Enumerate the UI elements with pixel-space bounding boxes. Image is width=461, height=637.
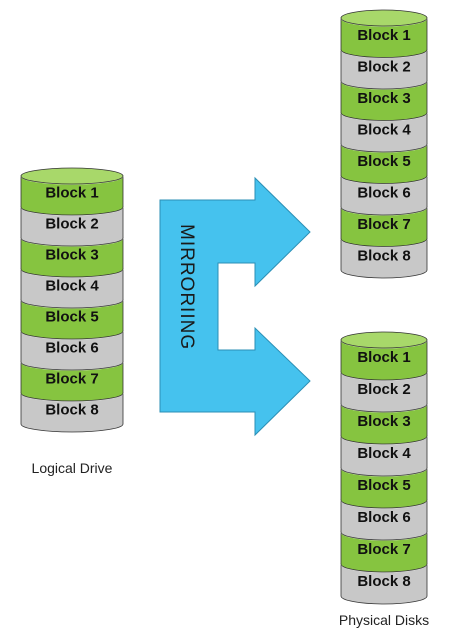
block-label: Block 1 bbox=[45, 185, 98, 202]
block-label: Block 8 bbox=[45, 402, 98, 419]
disk-block: Block 7 bbox=[340, 206, 428, 247]
block-label: Block 1 bbox=[357, 349, 410, 366]
block-label: Block 4 bbox=[45, 278, 99, 295]
block-segment bbox=[340, 339, 428, 381]
disk-block: Block 5 bbox=[340, 467, 428, 509]
logical-drive: Block 8 Block 7 Block 6 Block 5 Block 4 Block… bbox=[20, 167, 124, 433]
disk-block: Block 3 bbox=[340, 403, 428, 445]
cylinder-top-cap bbox=[340, 9, 428, 27]
disk-block: Block 7 bbox=[340, 531, 428, 573]
block-segment bbox=[340, 143, 428, 184]
block-label: Block 7 bbox=[357, 541, 410, 558]
block-segment bbox=[340, 371, 428, 413]
block-segment bbox=[340, 563, 428, 605]
block-segment bbox=[20, 175, 124, 216]
mirroring-label: MIRRORIING bbox=[176, 224, 197, 350]
cylinder-top-cap bbox=[340, 331, 428, 349]
disk-block: Block 4 bbox=[340, 112, 428, 153]
block-segment bbox=[340, 238, 428, 279]
block-segment bbox=[340, 499, 428, 541]
block-segment bbox=[340, 435, 428, 477]
block-label: Block 2 bbox=[357, 58, 410, 75]
disk-block: Block 1 bbox=[340, 339, 428, 381]
block-label: Block 8 bbox=[357, 573, 410, 590]
block-label: Block 7 bbox=[45, 371, 98, 388]
block-segment bbox=[340, 49, 428, 90]
block-label: Block 5 bbox=[45, 309, 98, 326]
block-label: Block 3 bbox=[45, 247, 98, 264]
block-segment bbox=[340, 175, 428, 216]
logical-drive-caption: Logical Drive bbox=[32, 460, 113, 476]
block-label: Block 3 bbox=[357, 90, 410, 107]
physical-disk-1: Block 8 Block 7 Block 6 Block 5 Block 4 Block… bbox=[340, 9, 428, 279]
disk-block: Block 8 bbox=[340, 563, 428, 605]
block-segment bbox=[20, 392, 124, 433]
disk-block: Block 6 bbox=[340, 175, 428, 216]
disk-block: Block 1 bbox=[20, 175, 124, 216]
block-segment bbox=[340, 467, 428, 509]
block-label: Block 4 bbox=[357, 121, 411, 138]
cylinder-top-cap bbox=[20, 167, 124, 185]
block-label: Block 1 bbox=[357, 27, 410, 44]
block-segment bbox=[340, 531, 428, 573]
physical-disk-2: Block 8 Block 7 Block 6 Block 5 Block 4 Block… bbox=[340, 331, 428, 605]
disk-block: Block 4 bbox=[20, 268, 124, 309]
block-segment bbox=[20, 299, 124, 340]
disk-block: Block 1 bbox=[340, 17, 428, 58]
block-segment bbox=[340, 112, 428, 153]
block-segment bbox=[340, 80, 428, 121]
block-label: Block 8 bbox=[357, 247, 410, 264]
block-segment bbox=[340, 403, 428, 445]
disk-block: Block 2 bbox=[340, 49, 428, 90]
block-segment bbox=[20, 268, 124, 309]
block-segment bbox=[20, 361, 124, 402]
block-segment bbox=[20, 330, 124, 371]
block-label: Block 7 bbox=[357, 216, 410, 233]
physical-disks-caption: Physical Disks bbox=[339, 612, 429, 628]
disk-block: Block 4 bbox=[340, 435, 428, 477]
mirroring-arrow bbox=[159, 176, 311, 437]
disk-block: Block 6 bbox=[340, 499, 428, 541]
block-label: Block 3 bbox=[357, 413, 410, 430]
block-label: Block 5 bbox=[357, 477, 410, 494]
block-label: Block 5 bbox=[357, 153, 410, 170]
block-label: Block 4 bbox=[357, 445, 411, 462]
block-label: Block 6 bbox=[357, 184, 410, 201]
block-segment bbox=[340, 206, 428, 247]
disk-block: Block 8 bbox=[340, 238, 428, 279]
block-label: Block 6 bbox=[357, 509, 410, 526]
block-segment bbox=[20, 237, 124, 278]
block-label: Block 2 bbox=[45, 216, 98, 233]
block-label: Block 6 bbox=[45, 340, 98, 357]
block-segment bbox=[340, 17, 428, 58]
block-segment bbox=[20, 206, 124, 247]
block-label: Block 2 bbox=[357, 381, 410, 398]
